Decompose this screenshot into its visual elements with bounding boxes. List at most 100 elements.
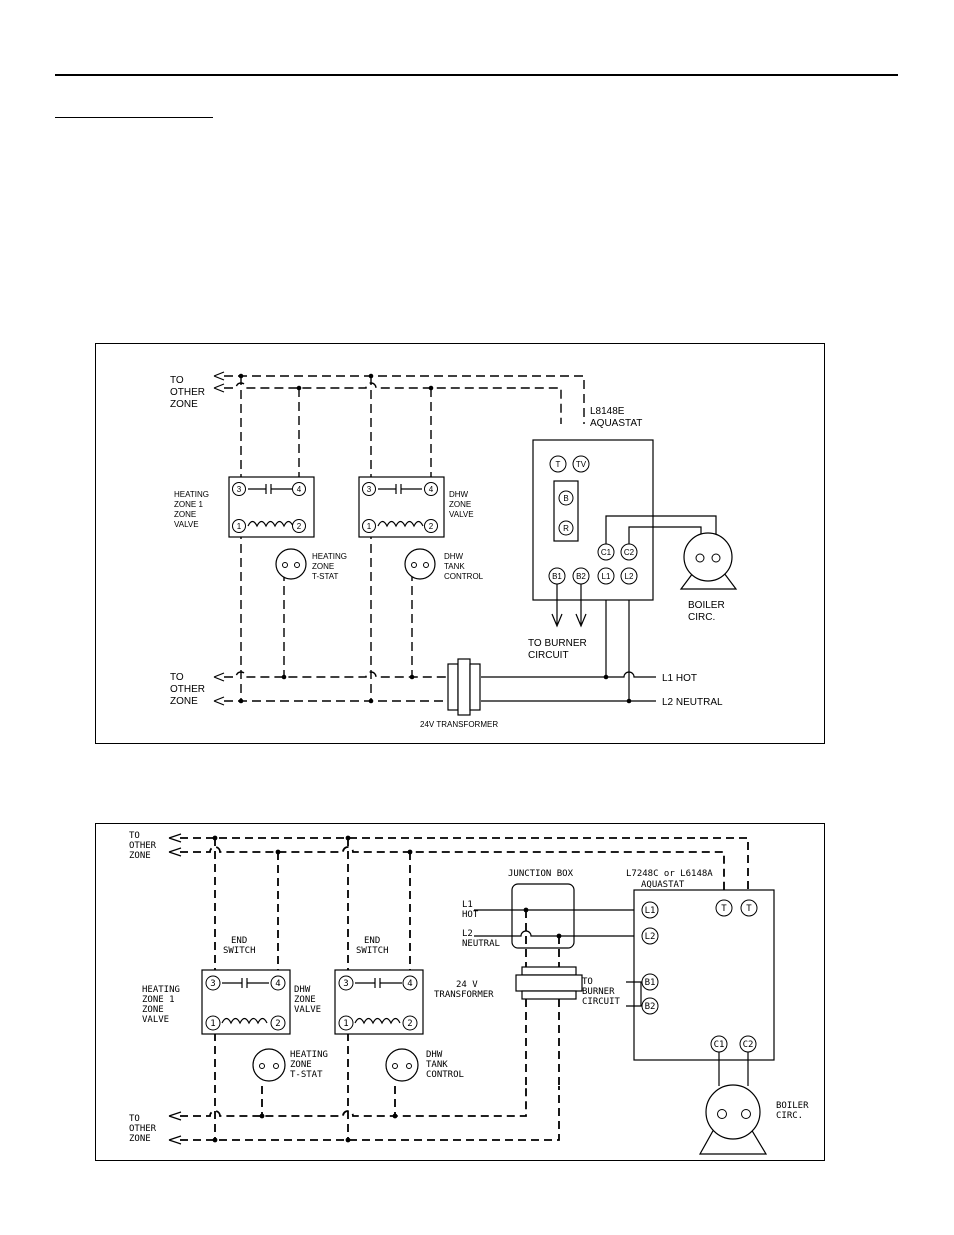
svg-text:HEATING: HEATING (142, 985, 180, 995)
terminal-dhw-2: 2 (402, 1015, 418, 1031)
svg-text:SWITCH: SWITCH (356, 946, 389, 956)
bottom-arrows (213, 672, 225, 706)
terminal-dhw-1: 1 (362, 519, 376, 533)
svg-text:1: 1 (367, 522, 372, 531)
terminal-aquastat-c2: C2 (739, 1035, 757, 1053)
aquastat-l7248c-box (633, 889, 775, 1061)
svg-text:4: 4 (275, 979, 280, 989)
label-dhw-tank-control: DHW TANK CONTROL (426, 1050, 464, 1080)
svg-text:HEATING: HEATING (174, 490, 209, 499)
svg-text:B2: B2 (645, 1002, 656, 1012)
svg-text:R: R (563, 524, 569, 533)
svg-text:HEATING: HEATING (290, 1050, 328, 1060)
svg-text:TO: TO (582, 977, 593, 987)
svg-text:2: 2 (275, 1019, 280, 1029)
svg-text:BOILER: BOILER (776, 1101, 809, 1111)
svg-text:TANK: TANK (426, 1060, 448, 1070)
svg-text:TV: TV (576, 460, 587, 469)
svg-text:T-STAT: T-STAT (312, 572, 338, 581)
svg-text:ZONE: ZONE (294, 995, 316, 1005)
terminal-aquastat-b: B (558, 490, 574, 506)
label-heating-tstat: HEATING ZONE T-STAT (290, 1050, 328, 1080)
svg-text:VALVE: VALVE (449, 510, 474, 519)
terminal-aquastat-t1: T (715, 899, 733, 917)
label-junction-box: JUNCTION BOX (508, 869, 574, 879)
svg-text:ZONE: ZONE (170, 696, 198, 707)
svg-text:CIRCUIT: CIRCUIT (582, 997, 621, 1007)
svg-text:END: END (364, 936, 380, 946)
svg-text:OTHER: OTHER (129, 841, 157, 851)
svg-text:HOT: HOT (462, 910, 479, 920)
label-to-other-zone-top: TO OTHER ZONE (170, 375, 205, 410)
svg-text:ZONE: ZONE (290, 1060, 312, 1070)
svg-text:L7248C or L6148A: L7248C or L6148A (626, 869, 713, 879)
label-burner-circuit: TO BURNER CIRCUIT (582, 977, 621, 1007)
bottom-arrows (168, 1111, 182, 1145)
burner-circuit-wires (626, 981, 642, 1007)
terminal-aquastat-l1: L1 (597, 567, 615, 585)
junction-dots (212, 835, 562, 1143)
terminal-aquastat-c1: C1 (597, 543, 615, 561)
label-to-other-zone-bottom: TO OTHER ZONE (129, 1114, 157, 1144)
label-boiler-circ: BOILER CIRC. (776, 1101, 809, 1121)
top-return-line (224, 382, 562, 424)
svg-text:3: 3 (343, 979, 348, 989)
terminal-aquastat-t2: T (740, 899, 758, 917)
terminal-aquastat-b2: B2 (641, 997, 659, 1015)
terminal-dhw-4: 4 (424, 482, 438, 496)
top-line-1 (180, 837, 749, 902)
terminal-heating-4: 4 (270, 975, 286, 991)
svg-text:1: 1 (237, 522, 242, 531)
svg-text:ZONE: ZONE (174, 510, 196, 519)
terminal-aquastat-r: R (558, 520, 574, 536)
svg-text:C2: C2 (743, 1040, 754, 1050)
svg-text:B1: B1 (645, 978, 656, 988)
svg-text:VALVE: VALVE (294, 1005, 321, 1015)
terminal-aquastat-c1: C1 (710, 1035, 728, 1053)
svg-text:OTHER: OTHER (129, 1124, 157, 1134)
junction-dots (238, 373, 632, 704)
svg-text:ZONE: ZONE (129, 1134, 151, 1144)
terminal-heating-3: 3 (205, 975, 221, 991)
svg-text:SWITCH: SWITCH (223, 946, 256, 956)
svg-text:T-STAT: T-STAT (290, 1070, 323, 1080)
label-to-other-zone-bottom: TO OTHER ZONE (170, 672, 205, 707)
label-dhw-tank-control: DHW TANK CONTROL (444, 552, 484, 581)
terminal-heating-2: 2 (292, 519, 306, 533)
svg-text:AQUASTAT: AQUASTAT (641, 880, 685, 890)
label-boiler-circ: BOILER CIRC. (688, 600, 725, 623)
bottom-line-1 (180, 1086, 527, 1117)
terminal-aquastat-tv: TV (572, 455, 590, 473)
svg-text:DHW: DHW (444, 552, 464, 561)
burner-circuit-arrows (551, 584, 587, 628)
top-arrows (168, 833, 182, 857)
terminal-dhw-3: 3 (338, 975, 354, 991)
svg-text:DHW: DHW (294, 985, 311, 995)
label-end-switch-2: END SWITCH (356, 936, 389, 956)
l1-l2-feed (474, 909, 644, 937)
svg-text:TANK: TANK (444, 562, 465, 571)
svg-text:TO: TO (170, 672, 184, 683)
svg-text:VALVE: VALVE (142, 1015, 169, 1025)
section-heading-underline (55, 117, 213, 118)
dhw-valve-switch (377, 484, 424, 528)
svg-text:2: 2 (429, 522, 434, 531)
boiler-circulator-pump (679, 532, 738, 590)
svg-text:2: 2 (297, 522, 302, 531)
boiler-circulator-pump (698, 1084, 768, 1155)
terminal-heating-4: 4 (292, 482, 306, 496)
terminal-aquastat-t: T (549, 455, 567, 473)
svg-text:C1: C1 (714, 1040, 725, 1050)
label-heating-tstat: HEATING ZONE T-STAT (312, 552, 347, 581)
svg-text:CIRC.: CIRC. (688, 612, 715, 623)
heating-tstat (252, 1048, 286, 1082)
svg-text:3: 3 (367, 485, 372, 494)
svg-text:T: T (721, 904, 727, 914)
svg-text:ZONE: ZONE (312, 562, 334, 571)
svg-text:C1: C1 (601, 548, 612, 557)
svg-text:TO: TO (170, 375, 184, 386)
svg-text:T: T (746, 904, 752, 914)
terminal-heating-2: 2 (270, 1015, 286, 1031)
top-arrows (213, 371, 225, 393)
svg-text:L1: L1 (602, 572, 611, 581)
